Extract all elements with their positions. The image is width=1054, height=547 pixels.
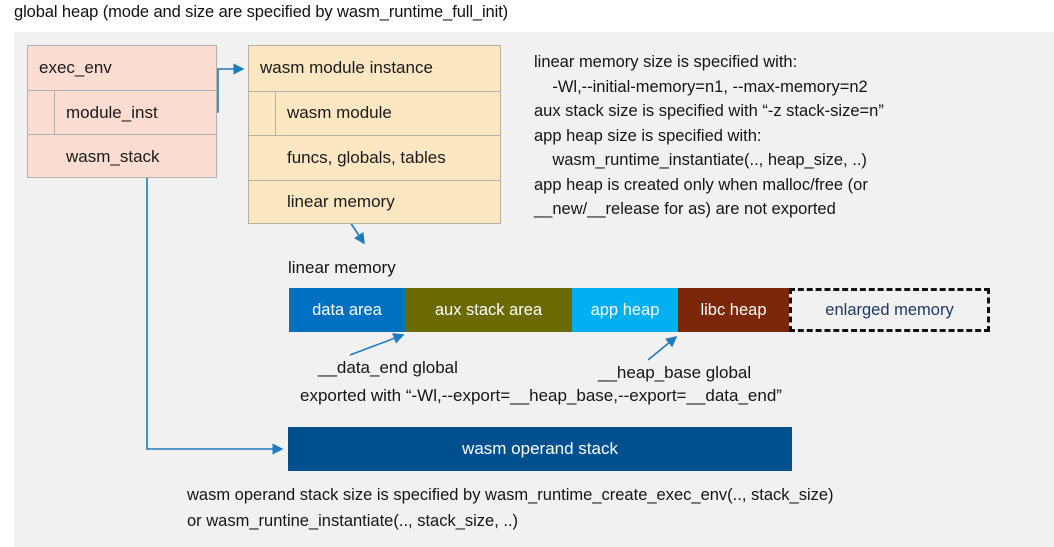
heap-base-global-label: __heap_base global [598,363,752,382]
memory-segment-libc-heap: libc heap [678,288,789,332]
module-instance-title: wasm module instance [260,58,433,78]
module-instance-field-wasm-module: wasm module [249,90,500,135]
export-flags-note: exported with “-Wl,--export=__heap_base,… [300,386,782,405]
module-instance-header: wasm module instance [249,46,500,91]
indent-rail-spacer [249,136,276,180]
memory-segment-label: app heap [590,300,660,319]
operand-stack-size-note: wasm operand stack size is specified by … [187,486,834,530]
exec-env-field-module-inst: module_inst [28,90,216,134]
data-end-global-label: __data_end global [318,358,458,377]
module-instance-field-linear-memory: linear memory [249,179,500,225]
indent-rail-spacer [249,181,276,225]
wasm-operand-stack-bar: wasm operand stack [288,427,792,471]
field-label-wasm-module: wasm module [287,103,392,123]
linear-memory-caption: linear memory [288,258,396,277]
indent-rail [28,91,55,134]
memory-segment-label: libc heap [700,300,767,319]
memory-segment-enlarged-memory: enlarged memory [789,288,990,332]
linear-memory-info-text: linear memory size is specified with: -W… [534,53,884,218]
page-title: global heap (mode and size are specified… [14,3,509,21]
field-label-module-inst: module_inst [66,102,158,122]
memory-segment-label: enlarged memory [825,300,954,319]
memory-segment-label: aux stack area [434,300,543,319]
field-label-wasm-stack: wasm_stack [66,146,160,166]
memory-segment-data-area: data area [289,288,405,332]
memory-segment-aux-stack-area: aux stack area [405,288,572,332]
module-instance-field-funcs-globals-tables: funcs, globals, tables [249,135,500,180]
wasm-module-instance-box: wasm module instance wasm module funcs, … [248,45,501,224]
wasm-operand-stack-label: wasm operand stack [462,439,618,458]
exec-env-box: exec_env module_inst wasm_stack [27,45,217,178]
linear-memory-bar: data area aux stack area app heap libc heap… [289,288,990,332]
memory-segment-app-heap: app heap [572,288,678,332]
exec-env-title: exec_env [39,58,112,77]
indent-rail [249,91,276,135]
exec-env-header: exec_env [28,46,216,90]
field-label-funcs-globals-tables: funcs, globals, tables [287,147,446,167]
indent-rail-spacer [28,135,55,178]
exec-env-field-wasm-stack: wasm_stack [28,134,216,178]
field-label-linear-memory: linear memory [287,192,395,212]
memory-segment-label: data area [312,300,382,319]
